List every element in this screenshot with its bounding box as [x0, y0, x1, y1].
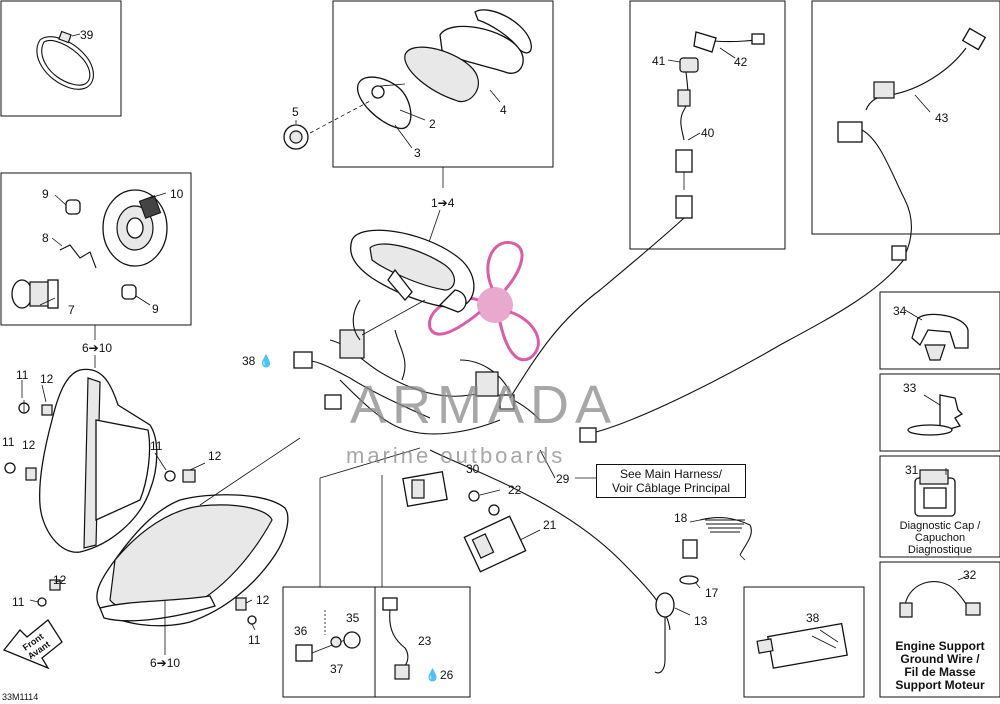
drawing-code: 33M1114: [2, 692, 39, 702]
central-harness: [293, 217, 907, 443]
part-40-41-42-sensor: [667, 31, 765, 219]
panel-40-42: [629, 0, 786, 250]
drop-icon: 💧: [425, 668, 440, 682]
callout-9a: 9: [42, 187, 49, 201]
main-harness-reference: See Main Harness/ Voir Câblage Principal: [596, 464, 746, 498]
callout-8: 8: [42, 231, 49, 245]
headlamp-left: [38, 368, 158, 553]
callout-7: 7: [68, 303, 75, 317]
ground-wire-caption: Engine Support Ground Wire / Fil de Mass…: [882, 640, 998, 692]
part-33-rivet: [907, 394, 964, 436]
diagnostic-cap-line3: Diagnostique: [907, 544, 973, 556]
ground-wire-line2: Ground Wire /: [900, 652, 980, 666]
headlamp-bulb-parts: [11, 189, 168, 309]
callout-3: 3: [414, 146, 421, 160]
panel-headlamp-bulb: [0, 172, 192, 326]
part-35-36-37: [295, 610, 361, 662]
part-43-harness: [837, 27, 987, 256]
callout-1to4: 1➔4: [431, 196, 455, 210]
part-32-ground-wire: [899, 575, 981, 618]
callout-21: 21: [543, 518, 557, 532]
callout-12c: 12: [208, 449, 222, 463]
callout-13: 13: [694, 614, 708, 628]
callout-6to10b: 6➔10: [150, 656, 181, 670]
callout-33: 33: [903, 381, 917, 395]
callout-35: 35: [346, 611, 360, 625]
lanyard-18-17-13: [654, 516, 752, 674]
headlamp-fasteners: [4, 380, 257, 631]
main-harness-reference-line1: See Main Harness/: [619, 467, 723, 481]
callout-6to10a: 6➔10: [82, 341, 113, 355]
panel-38: [743, 586, 865, 698]
callout-10: 10: [170, 187, 184, 201]
part-34-clip: [904, 309, 969, 361]
panel-35-37: [282, 586, 376, 698]
callout-36: 36: [294, 624, 308, 638]
callout-12a: 12: [40, 372, 54, 386]
callout-17: 17: [705, 586, 719, 600]
callout-12b: 12: [22, 438, 36, 452]
front-arrow: [2, 619, 63, 670]
panel-31: [879, 455, 1000, 558]
callout-11b: 11: [2, 435, 15, 449]
callout-34: 34: [893, 304, 907, 318]
panel-43: [811, 0, 1000, 235]
callout-11c: 11: [150, 439, 163, 453]
leader-29-b: [539, 449, 556, 479]
watermark-tagline: marine outboards: [346, 443, 566, 468]
callout-30: 30: [466, 462, 480, 476]
headlamp-right: [96, 494, 289, 655]
panel-34: [879, 291, 1000, 370]
callout-12e: 12: [256, 593, 270, 607]
gauge-assembly: [283, 9, 532, 150]
callout-38-drop: 38 💧: [242, 354, 274, 368]
diagnostic-cap-caption: Diagnostic Cap / Capuchon Diagnostique: [882, 520, 998, 556]
panel-32: [879, 561, 1000, 698]
callout-39: 39: [80, 28, 94, 42]
callout-40: 40: [701, 126, 715, 140]
callout-43: 43: [935, 111, 949, 125]
panel-23-26: [374, 586, 471, 698]
panel-39: [0, 0, 122, 117]
callout-23: 23: [418, 634, 432, 648]
callout-32: 32: [963, 568, 977, 582]
part-23-26: [382, 597, 410, 680]
watermark-brand: ARMADA: [350, 375, 618, 435]
diagnostic-cap-line1: Diagnostic Cap /: [899, 520, 981, 532]
part-31-cap: [914, 468, 956, 517]
callout-26: 💧26: [425, 668, 453, 682]
gauge-cluster: [349, 229, 475, 313]
callout-12d: 12: [53, 573, 67, 587]
callout-9b: 9: [152, 302, 159, 316]
callout-26-number: 26: [439, 668, 454, 682]
callout-29: 29: [556, 472, 570, 486]
callout-38-drop-number: 38: [242, 354, 256, 368]
callout-42: 42: [734, 55, 748, 69]
callout-11e: 11: [248, 633, 261, 647]
ground-wire-line4: Support Moteur: [895, 678, 985, 692]
callout-37: 37: [330, 662, 344, 676]
ground-wire-line3: Fil de Masse: [904, 665, 976, 679]
drop-icon: 💧: [258, 354, 274, 368]
callout-31: 31: [905, 463, 919, 477]
callout-38: 38: [806, 611, 820, 625]
part-38-tube: [756, 622, 848, 669]
module-30-21-22: [402, 470, 541, 573]
diagnostic-cap-line2: Capuchon: [914, 532, 966, 544]
callout-4: 4: [500, 103, 507, 117]
callout-11a: 11: [16, 368, 29, 382]
callout-18: 18: [674, 511, 688, 525]
ground-wire-line1: Engine Support: [895, 639, 985, 653]
callout-11d: 11: [12, 595, 25, 609]
panel-33: [879, 373, 1000, 452]
main-harness-reference-line2: Voir Câblage Principal: [611, 481, 731, 495]
callout-2: 2: [429, 117, 436, 131]
callout-22: 22: [508, 483, 522, 497]
part-39-strap: [36, 30, 94, 90]
leader-1to4-b: [427, 209, 441, 246]
callout-5: 5: [292, 105, 299, 119]
callout-41: 41: [652, 54, 666, 68]
